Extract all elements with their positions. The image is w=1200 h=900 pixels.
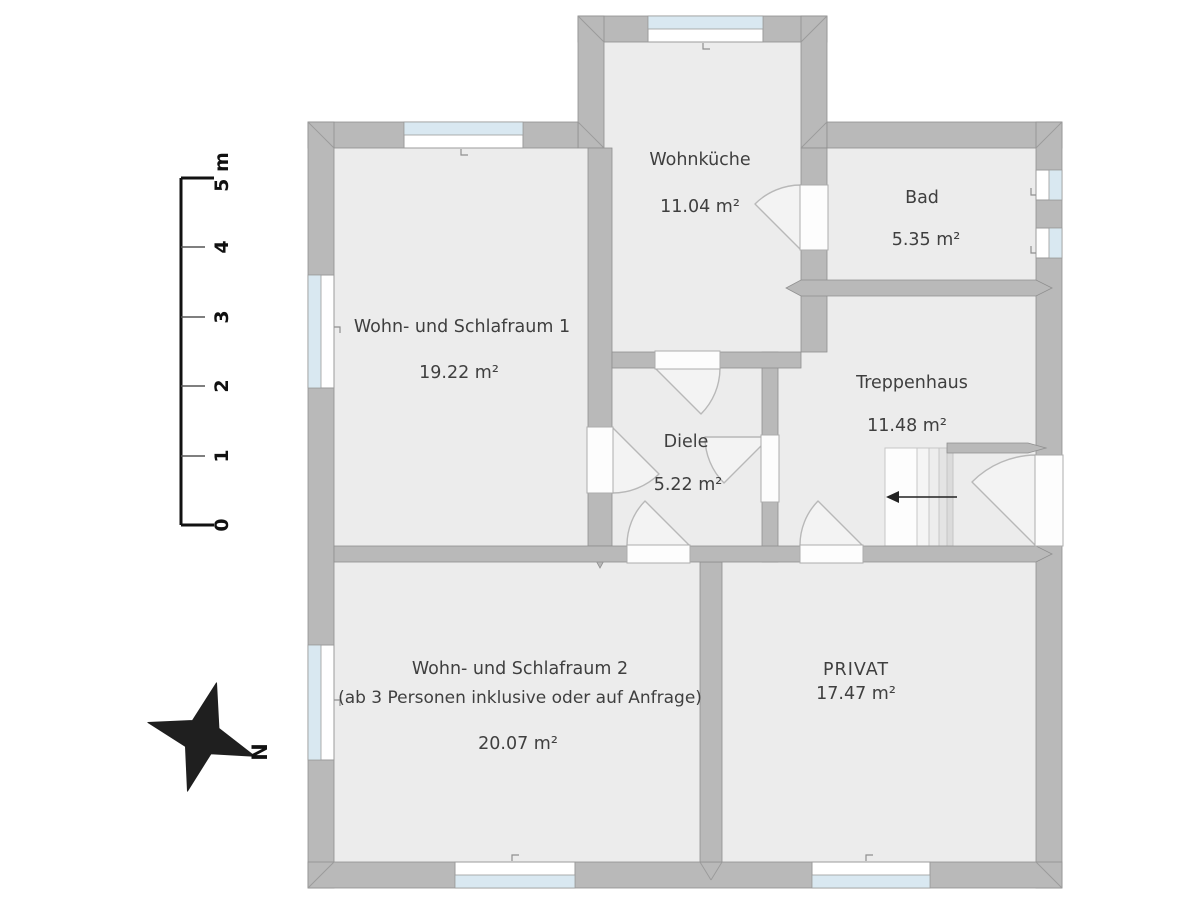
window-glass [403, 121, 524, 136]
door-opening-diele-treppenhaus [760, 434, 780, 503]
window-glass [811, 874, 931, 889]
wall-annex-right [800, 15, 828, 149]
miter-line [699, 861, 712, 881]
wall-left [307, 121, 335, 889]
windows [307, 15, 1063, 889]
scale-label-4: 4 [211, 240, 233, 253]
miter-line [1035, 121, 1063, 149]
stairs-direction-arrowhead [886, 491, 899, 503]
wall-kitchen-bad-upper [800, 147, 828, 186]
window-mark [702, 43, 710, 50]
room-area-wohnkueche: 11.04 m² [660, 197, 740, 217]
stairs [884, 447, 957, 547]
room-name-wohn1: Wohn- und Schlafraum 1 [354, 317, 570, 337]
window-mark [1030, 188, 1036, 196]
wall-bad-treppenhaus [785, 279, 1053, 297]
door-opening-wohn1-diele [586, 426, 614, 494]
window-glass [647, 15, 764, 30]
miter-line [800, 15, 828, 43]
scale-bar: 0 1 2 3 4 5 m [179, 152, 233, 532]
wall-kitchen-diele-right [719, 351, 802, 369]
scale-label-1: 1 [211, 449, 233, 462]
miter-line [307, 861, 335, 889]
doors [611, 184, 1037, 547]
window-mark [334, 326, 341, 333]
window-mark [460, 149, 468, 156]
room-labels: Wohnküche 11.04 m² Bad 5.35 m² Wohn- und… [338, 150, 968, 754]
wall-wohn1-diele-lower [587, 492, 613, 547]
door-opening-kitchen-bad [799, 184, 829, 251]
miter-line [577, 121, 605, 149]
wall-top-right [826, 121, 1063, 149]
window-glass [1048, 227, 1063, 259]
room-name-bad: Bad [905, 188, 939, 208]
window-glass [1048, 169, 1063, 201]
north-label: N [248, 743, 272, 761]
room-area-wohn1: 19.22 m² [419, 363, 499, 383]
miter-line [577, 15, 605, 43]
door-opening-kitchen-diele [654, 350, 721, 370]
miter-line [710, 861, 723, 881]
window-glass [307, 644, 322, 761]
room-area-privat: 17.47 m² [816, 684, 896, 704]
room-area-bad: 5.35 m² [892, 230, 961, 250]
wall-wohn2-privat [699, 561, 723, 863]
scale-label-3: 3 [211, 310, 233, 323]
window-mark [865, 854, 873, 861]
compass-star [147, 682, 256, 792]
door-arc-diele-treppenhaus [704, 436, 771, 484]
window-glass [454, 874, 576, 889]
window-glass [307, 274, 322, 389]
room-area-diele: 5.22 m² [654, 475, 723, 495]
wall-kitchen-bad-lower [800, 249, 828, 353]
window-mark [334, 699, 341, 706]
scale-label-2: 2 [211, 379, 233, 392]
scale-label-0: 0 [211, 518, 233, 531]
room-area-treppenhaus: 11.48 m² [867, 416, 947, 436]
scale-label-5m: 5 m [211, 152, 233, 192]
room-name-treppenhaus: Treppenhaus [855, 373, 968, 393]
door-opening-diele-wohn2 [626, 544, 691, 564]
door-arc-treppenhaus-privat [799, 500, 864, 547]
wall-wohn1-kitchen [587, 147, 613, 428]
wall-diele-bottom [689, 545, 801, 563]
door-arc-wohn1-diele [611, 426, 660, 494]
room-name-diele: Diele [664, 432, 709, 452]
window-mark [1030, 246, 1036, 254]
window-mark [511, 854, 519, 861]
window-marks [334, 43, 1036, 861]
door-arc-kitchen-bad [754, 184, 802, 251]
wall-bottom [307, 861, 1063, 889]
wall-kitchen-diele-left [611, 351, 656, 369]
room-note-wohn2: (ab 3 Personen inklusive oder auf Anfrag… [338, 688, 702, 708]
room-name-wohnkueche: Wohnküche [649, 150, 750, 170]
miter-line [1035, 861, 1063, 889]
door-opening-entrance [1034, 454, 1064, 547]
wall-treppenhaus-privat [862, 545, 1053, 563]
miter-line [307, 121, 335, 149]
wall-miters [307, 15, 1063, 889]
wall-wohn1-wohn2 [333, 545, 628, 563]
room-name-wohn2: Wohn- und Schlafraum 2 [412, 659, 628, 679]
door-arc-diele-wohn2 [626, 500, 691, 547]
door-arc-entrance [971, 454, 1037, 547]
door-openings [586, 184, 1064, 564]
wall-annex-left [577, 15, 605, 149]
compass-icon: N [147, 682, 272, 792]
miter-line [800, 121, 828, 149]
room-area-wohn2: 20.07 m² [478, 734, 558, 754]
door-opening-treppenhaus-privat [799, 544, 864, 564]
room-name-privat: PRIVAT [823, 660, 889, 680]
wall-stair-rail [946, 442, 1048, 454]
door-arc-kitchen-diele [654, 367, 721, 415]
